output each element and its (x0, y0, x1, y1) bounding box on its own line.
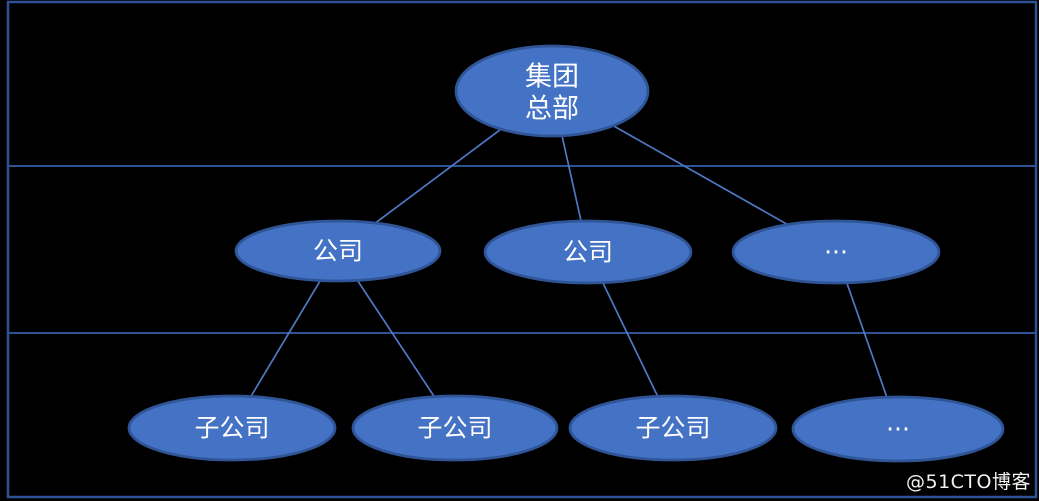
org-node-subsidiary-2: 子公司 (351, 394, 559, 462)
node-ellipse (127, 394, 337, 462)
org-node-subsidiary-more: ... (791, 395, 1005, 463)
node-label: 子公司 (194, 414, 269, 443)
node-label: 集团 (525, 62, 579, 93)
node-label: ... (886, 408, 910, 437)
node-ellipse (483, 219, 693, 285)
table-frame (6, 0, 1038, 499)
node-label: 子公司 (635, 414, 710, 443)
org-node-subsidiary-3: 子公司 (568, 394, 778, 462)
node-ellipse (454, 44, 650, 138)
node-ellipse (351, 394, 559, 462)
watermark: @51CTO博客 (905, 471, 1031, 493)
node-ellipse (731, 219, 941, 285)
node-ellipse (791, 395, 1005, 463)
node-label: 公司 (563, 238, 613, 267)
node-label: ... (824, 231, 848, 260)
node-ellipse (568, 394, 778, 462)
node-label: 子公司 (417, 414, 492, 443)
node-label: 公司 (313, 237, 363, 266)
org-node-subsidiary-1: 子公司 (127, 394, 337, 462)
node-ellipse (234, 219, 442, 283)
org-node-company-1: 公司 (234, 219, 442, 283)
node-label: 总部 (525, 94, 579, 125)
org-node-company-2: 公司 (483, 219, 693, 285)
org-node-company-more: ... (731, 219, 941, 285)
